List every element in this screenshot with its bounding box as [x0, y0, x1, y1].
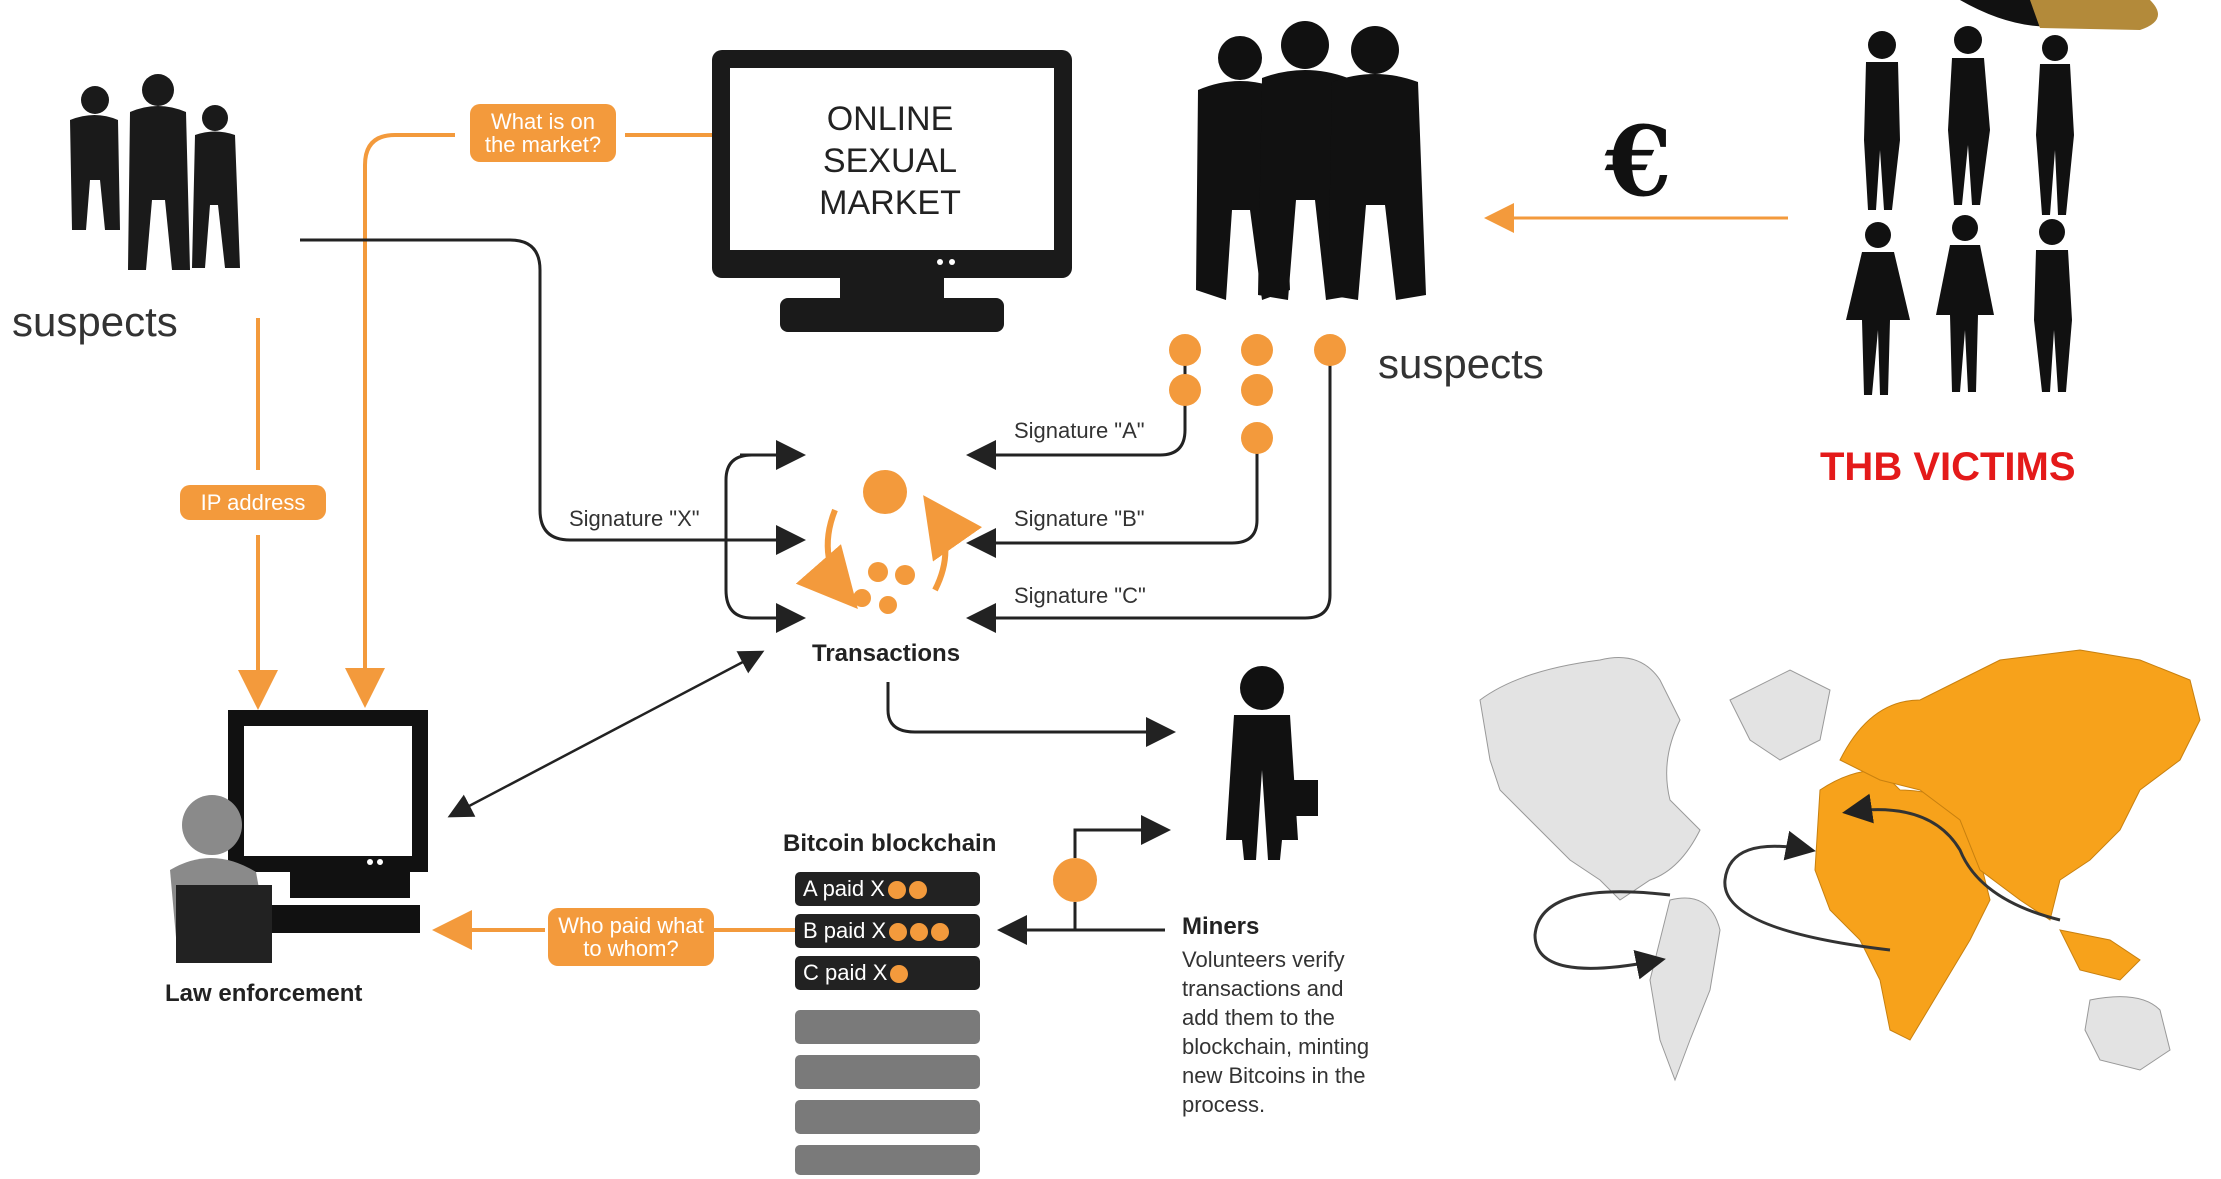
- blockchain-row-c: C paid X: [795, 956, 980, 990]
- bitcoin-coin-stacks: [1169, 334, 1346, 454]
- suspect-to-transactions-line: [300, 238, 806, 555]
- law-enforcement-computer: [170, 710, 428, 963]
- miner-coin: [1053, 858, 1097, 902]
- market-title-line-2: SEXUAL: [822, 142, 958, 180]
- signature-b-line: [966, 450, 1259, 558]
- blockchain-row-b: B paid X: [795, 914, 980, 948]
- signature-c-label: Signature "C": [1010, 583, 1150, 609]
- signature-c-line: [966, 360, 1332, 633]
- law-transactions-double-arrow: [447, 650, 765, 818]
- blockchain-row-a: A paid X: [795, 872, 980, 906]
- market-question-pill: What is on the market?: [470, 104, 616, 162]
- who-paid-pill: Who paid what to whom?: [548, 908, 714, 966]
- blockchain-row-c-text: C paid X: [803, 960, 888, 985]
- victims-label: THB VICTIMS: [1820, 445, 2076, 489]
- market-title-line-3: MARKET: [819, 184, 961, 222]
- transactions-bracket: [724, 453, 806, 633]
- euro-symbol: €: [1605, 105, 1672, 218]
- blockchain-row-a-text: A paid X: [803, 876, 885, 901]
- signature-b-label: Signature "B": [1010, 506, 1149, 532]
- blockchain-title: Bitcoin blockchain: [783, 830, 997, 857]
- signature-a-label: Signature "A": [1010, 418, 1149, 444]
- blockchain-row-b-text: B paid X: [803, 918, 887, 943]
- market-title-line-1: ONLINE: [826, 100, 954, 138]
- suspects-right-label: suspects: [1378, 340, 1544, 387]
- suspects-left-silhouettes: [70, 74, 240, 270]
- suspects-left-label: suspects: [12, 298, 178, 345]
- world-map: [1479, 649, 2201, 1082]
- transactions-to-miners-line: [886, 682, 1176, 747]
- suspects-right-silhouettes: [1196, 21, 1426, 300]
- transactions-cycle-icon: [795, 470, 983, 614]
- victims-silhouettes: [1846, 0, 2158, 395]
- miners-to-chain-line: [1003, 902, 1165, 930]
- miners-title: Miners: [1182, 913, 1260, 940]
- blockchain-row-empty: [795, 1010, 980, 1044]
- blockchain-row-empty: [795, 1145, 980, 1175]
- law-enforcement-label: Law enforcement: [165, 980, 363, 1007]
- miner-silhouette: [1226, 666, 1318, 860]
- ip-address-pill: IP address: [180, 485, 326, 520]
- blockchain-row-empty: [795, 1100, 980, 1134]
- market-title: ONLINE SEXUAL MARKET: [770, 98, 1010, 224]
- signature-x-label: Signature "X": [565, 506, 704, 532]
- transactions-label: Transactions: [812, 640, 961, 667]
- signature-a-line: [966, 360, 1187, 470]
- market-monitor: [712, 50, 1072, 332]
- blockchain-row-empty: [795, 1055, 980, 1089]
- miners-description: Volunteers verify transactions and add t…: [1182, 947, 1370, 1117]
- market-query-line: [365, 133, 712, 700]
